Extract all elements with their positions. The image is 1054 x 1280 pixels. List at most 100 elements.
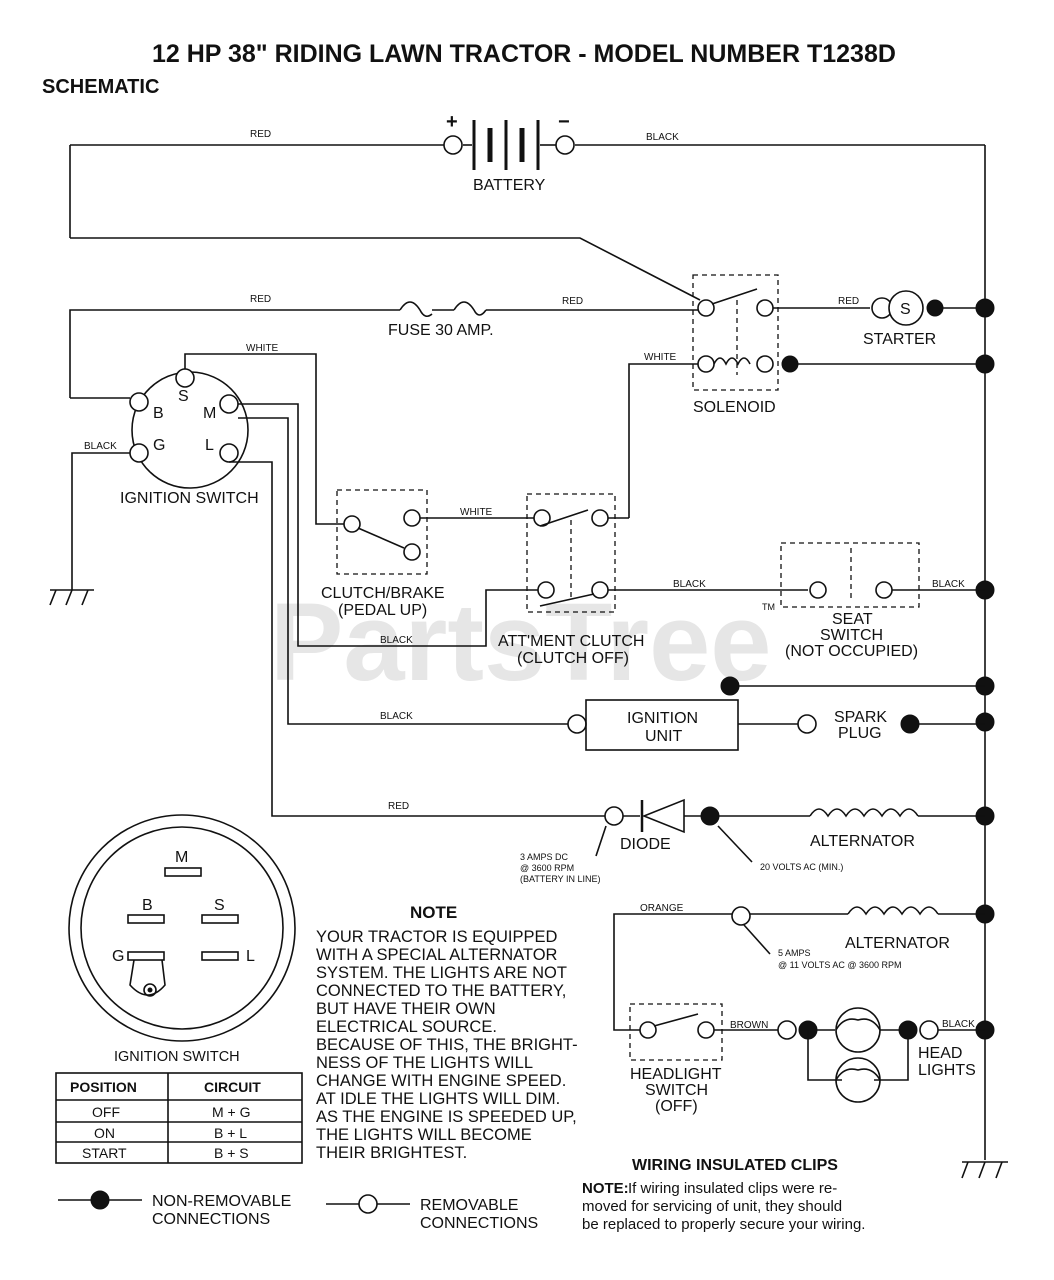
note-line: AT IDLE THE LIGHTS WILL DIM. xyxy=(316,1090,560,1108)
note-line: BUT HAVE THEIR OWN xyxy=(316,1000,496,1018)
note-line: THE LIGHTS WILL BECOME xyxy=(316,1126,532,1144)
watermark: PartsTree xyxy=(270,581,771,704)
ignition-unit: IGNITION UNIT SPARK PLUG xyxy=(567,676,985,751)
diode: DIODE 3 AMPS DC @ 3600 RPM (BATTERY IN L… xyxy=(520,798,720,884)
wire-battery-solenoid xyxy=(70,237,701,301)
wire-label-white: WHITE xyxy=(460,507,493,518)
wire-label-red: RED xyxy=(388,801,409,812)
wire-label-black: BLACK xyxy=(84,441,117,452)
battery: + − BATTERY RED BLACK xyxy=(69,111,986,310)
starter: S STARTER RED xyxy=(773,290,985,348)
diode-note-rpm: @ 3600 RPM xyxy=(520,863,574,873)
alternator-label-2: ALTERNATOR xyxy=(845,935,950,952)
table-header: POSITION xyxy=(70,1079,137,1095)
battery-minus: − xyxy=(558,111,570,133)
terminal-m: M xyxy=(203,405,216,422)
table-cell: B + S xyxy=(214,1145,249,1161)
page-title: 12 HP 38" RIDING LAWN TRACTOR - MODEL NU… xyxy=(152,40,896,68)
wire-label-red: RED xyxy=(250,294,271,305)
seat-sublabel: SWITCH xyxy=(820,627,883,644)
note-line: CONNECTED TO THE BATTERY, xyxy=(316,982,566,1000)
clips-note-prefix: NOTE: xyxy=(582,1180,629,1197)
face-terminal-m: M xyxy=(175,849,188,866)
legend-removable-sub: CONNECTIONS xyxy=(420,1215,538,1232)
face-terminal-s: S xyxy=(214,897,225,914)
wire-black-m xyxy=(238,403,538,647)
table-cell: B + L xyxy=(214,1125,247,1141)
face-terminal-l: L xyxy=(246,948,255,965)
trademark: TM xyxy=(762,602,775,612)
seat-label: SEAT xyxy=(832,611,873,628)
terminal-b: B xyxy=(153,405,164,422)
seat-sublabel-2: (NOT OCCUPIED) xyxy=(785,643,918,660)
terminal-g: G xyxy=(153,437,165,454)
terminal-l: L xyxy=(205,437,214,454)
ignition-unit-label: IGNITION xyxy=(627,710,698,727)
lights-note: NOTE YOUR TRACTOR IS EQUIPPED WITH A SPE… xyxy=(316,903,578,1162)
terminal-s: S xyxy=(178,388,189,405)
switch-position-table: POSITION CIRCUIT OFF M + G ON B + L STAR… xyxy=(55,1072,303,1164)
alternator-main: ALTERNATOR 20 VOLTS AC (MIN.) xyxy=(717,808,985,872)
fuse-label: FUSE 30 AMP. xyxy=(388,322,494,339)
alternator-note-amps: 5 AMPS xyxy=(778,948,811,958)
wire-white-s xyxy=(184,353,344,525)
attment-label: ATT'MENT CLUTCH xyxy=(498,633,644,650)
wire-label-orange: ORANGE xyxy=(640,903,684,914)
wire-black-ignition xyxy=(238,417,568,725)
seat-switch: BLACK SEAT SWITCH (NOT OCCUPIED) xyxy=(780,542,985,660)
clips-line: moved for servicing of unit, they should xyxy=(582,1198,842,1215)
legend-non-removable: NON-REMOVABLE xyxy=(152,1193,291,1210)
legend: NON-REMOVABLE CONNECTIONS REMOVABLE CONN… xyxy=(58,1190,538,1232)
ignition-switch-face: M B S G L IGNITION SWITCH xyxy=(68,814,296,1065)
page-subtitle: SCHEMATIC xyxy=(42,76,159,98)
wire-label-brown: BROWN xyxy=(730,1020,768,1031)
table-cell: M + G xyxy=(212,1104,251,1120)
diode-note: 3 AMPS DC xyxy=(520,852,569,862)
starter-symbol: S xyxy=(900,301,911,318)
face-terminal-b: B xyxy=(142,897,153,914)
wire-label-red: RED xyxy=(562,296,583,307)
battery-label: BATTERY xyxy=(473,177,546,194)
wire-label-white: WHITE xyxy=(644,352,677,363)
note-line: CHANGE WITH ENGINE SPEED. xyxy=(316,1072,566,1090)
table-cell: OFF xyxy=(92,1104,120,1120)
clutch-brake-switch: WHITE CLUTCH/BRAKE (PEDAL UP) xyxy=(321,489,538,619)
alternator-note-volts: @ 11 VOLTS AC @ 3600 RPM xyxy=(778,960,902,970)
wire-label-black: BLACK xyxy=(932,579,965,590)
alternator-note: 20 VOLTS AC (MIN.) xyxy=(760,862,843,872)
note-line: NESS OF THE LIGHTS WILL xyxy=(316,1054,533,1072)
attment-sublabel: (CLUTCH OFF) xyxy=(517,650,629,667)
note-line: SYSTEM. THE LIGHTS ARE NOT xyxy=(316,964,567,982)
wire-white-solenoid xyxy=(628,363,698,518)
diode-label: DIODE xyxy=(620,836,671,853)
wire-label-black: BLACK xyxy=(673,579,706,590)
legend-non-removable-sub: CONNECTIONS xyxy=(152,1211,270,1228)
head-lights: BLACK HEAD LIGHTS xyxy=(777,1007,985,1103)
clutch-brake-label: CLUTCH/BRAKE xyxy=(321,585,445,602)
clips-line: If wiring insulated clips were re- xyxy=(628,1180,837,1197)
ground-rail xyxy=(798,298,1008,1179)
wire-label-red: RED xyxy=(838,296,859,307)
ignition-switch-label: IGNITION SWITCH xyxy=(120,490,259,507)
battery-plus: + xyxy=(446,111,458,133)
headlight-switch-label: HEADLIGHT xyxy=(630,1066,722,1083)
head-lights-label: HEAD xyxy=(918,1045,962,1062)
diode-note-line: (BATTERY IN LINE) xyxy=(520,874,601,884)
wire-label-red: RED xyxy=(250,129,271,140)
note-line: YOUR TRACTOR IS EQUIPPED xyxy=(316,928,558,946)
wire-label-white: WHITE xyxy=(246,343,279,354)
note-line: AS THE ENGINE IS SPEEDED UP, xyxy=(316,1108,577,1126)
headlight-switch: BROWN HEADLIGHT SWITCH (OFF) xyxy=(629,1003,778,1115)
table-header: CIRCUIT xyxy=(204,1079,261,1095)
headlight-switch-state: (OFF) xyxy=(655,1098,698,1115)
clips-note: WIRING INSULATED CLIPS NOTE: If wiring i… xyxy=(582,1157,865,1233)
head-lights-sublabel: LIGHTS xyxy=(918,1062,976,1079)
alternator-lights: ORANGE ALTERNATOR 5 AMPS @ 11 VOLTS AC @… xyxy=(613,903,985,1031)
solenoid: SOLENOID xyxy=(692,274,799,416)
ignition-switch: S B M G L IGNITION SWITCH BLACK xyxy=(49,368,259,606)
note-line: ELECTRICAL SOURCE. xyxy=(316,1018,497,1036)
spark-sublabel: PLUG xyxy=(838,725,882,742)
note-line: BECAUSE OF THIS, THE BRIGHT- xyxy=(316,1036,578,1054)
table-cell: START xyxy=(82,1145,127,1161)
